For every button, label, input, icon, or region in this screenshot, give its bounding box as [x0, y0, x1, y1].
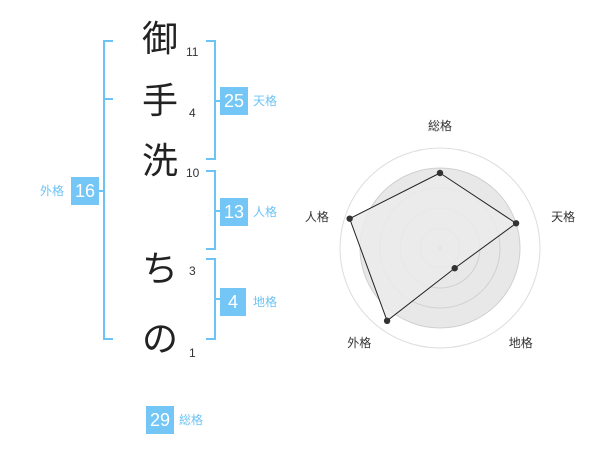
radar-data-polygon	[349, 172, 517, 322]
tenkaku-label: 天格	[253, 94, 278, 108]
stroke-count-2: 4	[189, 106, 196, 120]
gaikaku-value-badge: 16	[71, 177, 99, 205]
gaikaku-connector	[97, 190, 105, 192]
radar-point-2	[512, 220, 520, 227]
chikaku-value-badge: 4	[220, 288, 246, 316]
name-char-2: 手	[141, 81, 178, 122]
radar-axis-label-5: 人格	[305, 209, 329, 224]
jinkaku-connector	[214, 210, 222, 212]
radar-axis-label-1: 総格	[428, 118, 452, 133]
stroke-count-4: 3	[189, 264, 196, 278]
radar-point-5	[346, 215, 353, 222]
radar-point-4	[383, 317, 391, 325]
soukaku-label: 総格	[179, 413, 204, 427]
tenkaku-connector	[214, 100, 222, 102]
name-char-3: 洗	[141, 141, 178, 182]
name-char-4: ち	[141, 249, 178, 290]
stroke-count-3: 10	[186, 166, 200, 180]
stroke-count-5: 1	[189, 346, 196, 360]
radar-axis-label-4: 外格	[347, 335, 371, 350]
chikaku-label: 地格	[253, 295, 278, 309]
radar-point-1	[436, 169, 444, 177]
gaikaku-label: 外格	[40, 184, 65, 198]
radar-axis-label-3: 地格	[509, 335, 533, 350]
jinkaku-value-badge: 13	[220, 198, 248, 226]
radar-axis-label-2: 天格	[551, 209, 575, 224]
soukaku-value-badge: 29	[146, 406, 174, 434]
tenkaku-value-badge: 25	[220, 87, 248, 115]
name-char-1: 御	[141, 19, 178, 60]
radar-point-3	[451, 265, 458, 272]
chikaku-connector	[214, 298, 222, 300]
gaikaku-bracket-tick	[103, 98, 113, 100]
jinkaku-label: 人格	[253, 205, 278, 219]
stroke-count-1: 11	[186, 45, 199, 59]
name-char-5: の	[141, 319, 178, 360]
